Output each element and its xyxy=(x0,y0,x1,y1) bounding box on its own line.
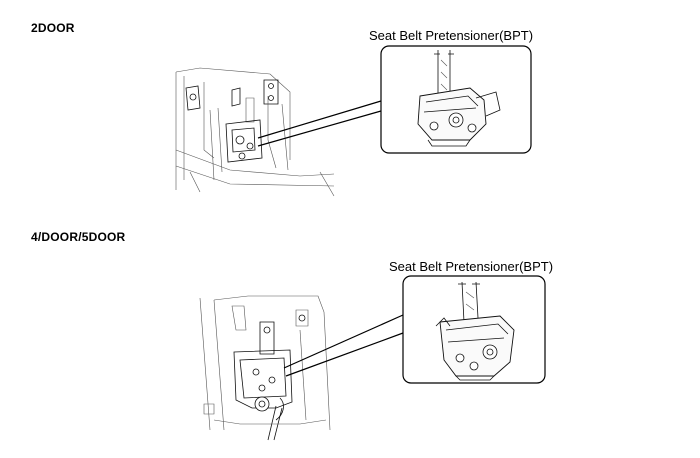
leader-line-2door-lower xyxy=(257,110,382,147)
section-heading-4door-5door: 4/DOOR/5DOOR xyxy=(31,230,126,244)
detail-box-4door xyxy=(402,275,546,384)
leader-line-2door-upper xyxy=(257,100,382,139)
callout-label-bpt-4door: Seat Belt Pretensioner(BPT) xyxy=(389,259,554,274)
callout-label-bpt-2door: Seat Belt Pretensioner(BPT) xyxy=(369,28,534,43)
leader-line-4door-lower xyxy=(285,332,404,377)
detail-box-2door xyxy=(380,45,532,154)
section-heading-2door: 2DOOR xyxy=(31,21,75,35)
vehicle-pillar-overview-4door xyxy=(199,295,331,441)
vehicle-pillar-overview-2door xyxy=(175,67,335,197)
leader-line-4door-upper xyxy=(283,314,404,369)
